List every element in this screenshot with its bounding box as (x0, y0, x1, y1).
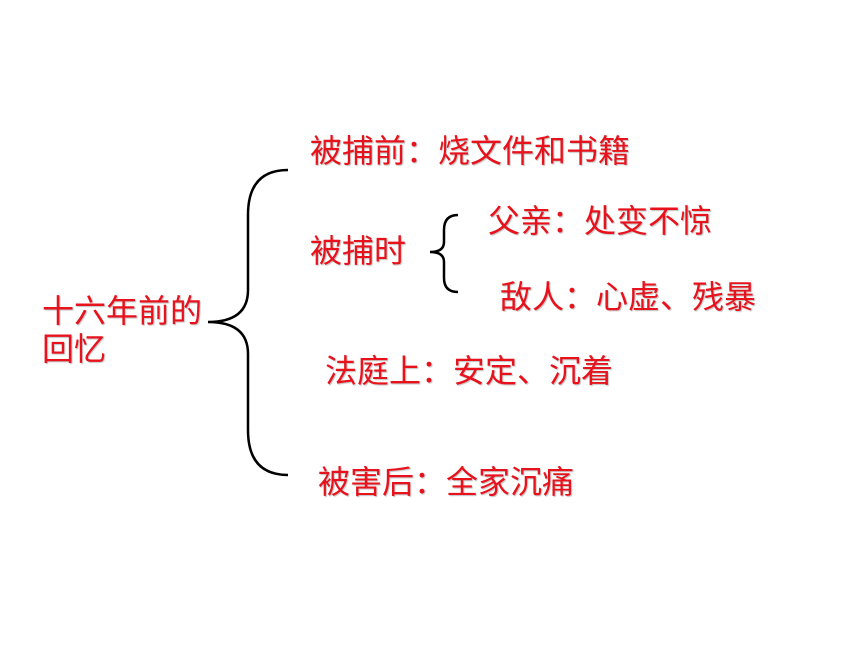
branch-before-arrest: 被捕前：烧文件和书籍 (310, 132, 631, 170)
sub-branch-father: 父亲：处变不惊 (488, 202, 713, 240)
root-node-label: 十六年前的回忆 (42, 292, 203, 368)
sub-branch-enemy: 敌人：心虚、残暴 (500, 278, 757, 316)
branch-in-court: 法庭上：安定、沉着 (325, 352, 614, 390)
branch-at-arrest: 被捕时 (310, 232, 407, 270)
branch-after-death: 被害后：全家沉痛 (318, 463, 575, 501)
main-brace (207, 168, 289, 477)
sub-brace (429, 213, 459, 294)
